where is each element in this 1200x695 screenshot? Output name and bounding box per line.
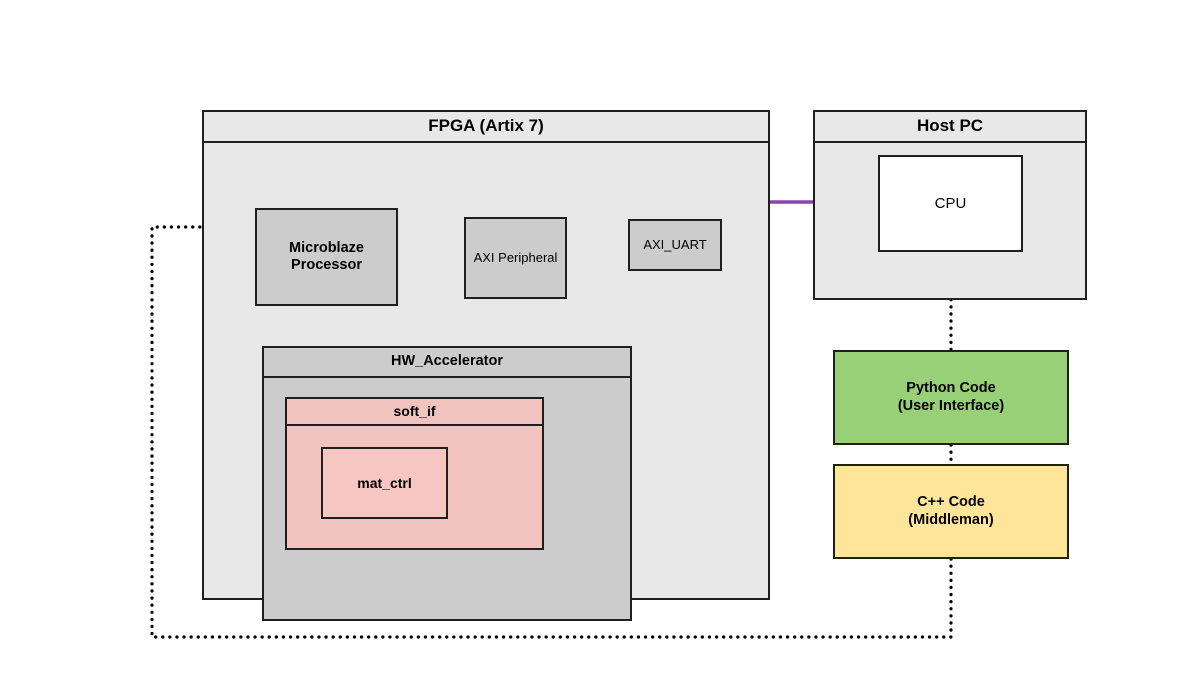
hw-accelerator-body: soft_if mat_ctrl [264, 378, 630, 619]
cpp-code-label-line1: C++ Code [917, 494, 985, 511]
hw-accelerator-container[interactable]: HW_Accelerator soft_if mat_ctrl [262, 346, 632, 621]
mat-ctrl-label: mat_ctrl [357, 474, 412, 491]
python-code-block[interactable]: Python Code (User Interface) [833, 350, 1069, 445]
cpp-code-label: C++ Code (Middleman) [908, 494, 993, 528]
axi-uart-label: AXI_UART [643, 237, 707, 253]
fpga-body: Microblaze Processor AXI Peripheral AXI_… [204, 143, 768, 621]
microblaze-label-line1: Microblaze [289, 239, 364, 256]
cpu-block[interactable]: CPU [878, 155, 1023, 252]
cpu-label: CPU [934, 194, 967, 212]
fpga-title: FPGA (Artix 7) [204, 112, 768, 143]
connector-cpp-code-microblaze [150, 225, 953, 639]
cpp-code-label-line2: (Middleman) [908, 511, 994, 528]
hw-accelerator-title: HW_Accelerator [264, 348, 630, 378]
soft-if-body: mat_ctrl [287, 426, 542, 548]
microblaze-label: Microblaze Processor [289, 240, 364, 274]
python-code-label-line2: (User Interface) [897, 397, 1005, 414]
axi-uart-block[interactable]: AXI_UART [628, 219, 722, 271]
soft-if-title: soft_if [287, 399, 542, 426]
python-code-label: Python Code (User Interface) [898, 380, 1004, 414]
mat-ctrl-block[interactable]: mat_ctrl [321, 447, 448, 519]
soft-if-container[interactable]: soft_if mat_ctrl [285, 397, 544, 550]
microblaze-label-line2: Processor [291, 257, 362, 273]
python-code-label-line1: Python Code [906, 380, 996, 397]
fpga-container[interactable]: FPGA (Artix 7) Microblaze Processor AXI … [202, 110, 770, 621]
axi-peripheral-block[interactable]: AXI Peripheral [464, 217, 567, 299]
host-pc-container[interactable]: Host PC CPU [813, 110, 1087, 300]
axi-peripheral-label: AXI Peripheral [473, 250, 558, 266]
host-pc-title: Host PC [815, 112, 1085, 143]
cpp-code-block[interactable]: C++ Code (Middleman) [833, 464, 1069, 559]
microblaze-processor-block[interactable]: Microblaze Processor [255, 208, 398, 306]
host-pc-body: CPU [815, 143, 1085, 298]
